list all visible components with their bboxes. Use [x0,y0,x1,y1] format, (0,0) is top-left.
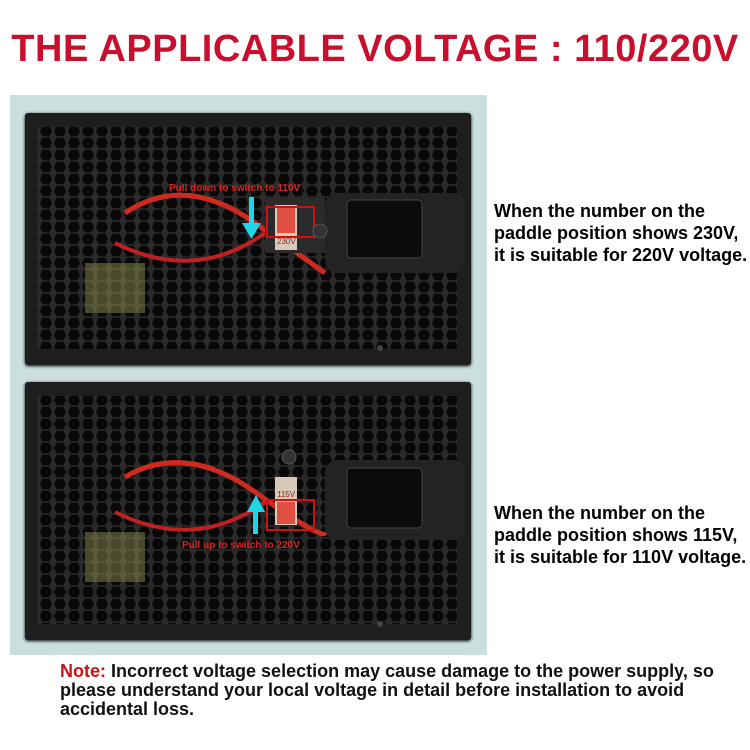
switch-hint-220v: Pull up to switch to 220V [182,540,300,551]
page-title: THE APPLICABLE VOLTAGE : 110/220V [11,28,739,70]
switch-label-230v: 230V [277,237,296,246]
switch-label-115v: 115V [277,490,296,499]
description-230v: When the number on the paddle position s… [494,201,748,265]
switch-highlight-box [266,499,315,531]
arrow-down-icon [242,197,261,239]
arrow-up-icon [247,495,265,534]
note-label: Note: [60,661,106,681]
note-text: Incorrect voltage selection may cause da… [60,661,714,719]
switch-highlight-box [266,206,315,238]
switch-hint-110v: Pull down to switch to 110V [169,183,300,194]
warning-note: Note: Incorrect voltage selection may ca… [60,662,740,719]
psu-image-230v: 230V Pull down to switch to 110V [25,113,471,365]
description-115v: When the number on the paddle position s… [494,503,747,567]
psu-image-115v: 115V Pull up to switch to 220V [25,382,471,640]
